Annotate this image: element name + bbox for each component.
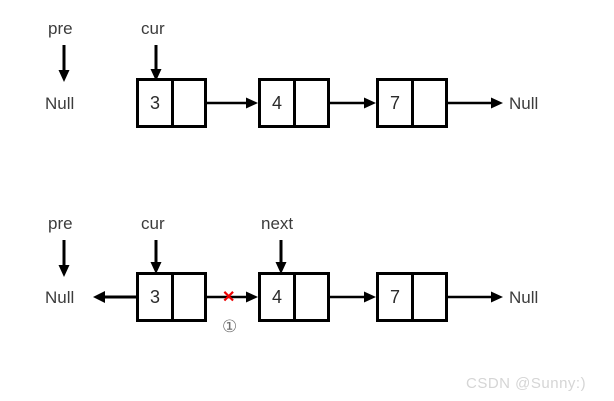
node-bottom-0: 3 — [136, 272, 207, 322]
step-number-badge: ① — [222, 317, 238, 336]
pointer-label-pre-bottom: pre — [48, 214, 73, 233]
pointer-arrow-next-bottom — [275, 240, 287, 274]
node-value: 3 — [139, 275, 174, 319]
terminal-null-left-bottom: Null — [45, 288, 75, 307]
node-top-1: 4 — [258, 78, 330, 128]
node-value: 4 — [261, 81, 296, 125]
link-arrow-bottom-reversed — [93, 291, 138, 303]
node-top-0: 3 — [136, 78, 207, 128]
node-value: 7 — [379, 275, 414, 319]
node-bottom-2: 7 — [376, 272, 448, 322]
node-value: 4 — [261, 275, 296, 319]
pointer-arrow-pre-top — [58, 45, 70, 82]
watermark-text: CSDN @Sunny:) — [466, 375, 587, 392]
node-bottom-1: 4 — [258, 272, 330, 322]
link-arrow-bottom-0 — [207, 291, 258, 303]
link-arrow-top-1 — [330, 97, 376, 109]
node-value: 7 — [379, 81, 414, 125]
terminal-null-right-top: Null — [509, 94, 539, 113]
link-arrow-top-0 — [207, 97, 258, 109]
node-next-cell — [296, 81, 327, 125]
pointer-arrow-cur-top — [150, 45, 162, 81]
node-next-cell — [174, 81, 204, 125]
link-arrow-top-2 — [448, 97, 503, 109]
node-next-cell — [414, 81, 445, 125]
node-next-cell — [296, 275, 327, 319]
pointer-label-pre-top: pre — [48, 19, 73, 38]
node-next-cell — [174, 275, 204, 319]
terminal-null-left-top: Null — [45, 94, 75, 113]
node-value: 3 — [139, 81, 174, 125]
cut-marker-icon: ✕ — [222, 289, 236, 306]
pointer-label-cur-bottom: cur — [141, 214, 165, 233]
link-arrow-bottom-1 — [330, 291, 376, 303]
node-top-2: 7 — [376, 78, 448, 128]
link-arrow-bottom-2 — [448, 291, 503, 303]
pointer-label-cur-top: cur — [141, 19, 165, 38]
pointer-arrow-cur-bottom — [150, 240, 162, 274]
pointer-arrow-pre-bottom — [58, 240, 70, 277]
terminal-null-right-bottom: Null — [509, 288, 539, 307]
node-next-cell — [414, 275, 445, 319]
pointer-label-next-bottom: next — [261, 214, 294, 233]
